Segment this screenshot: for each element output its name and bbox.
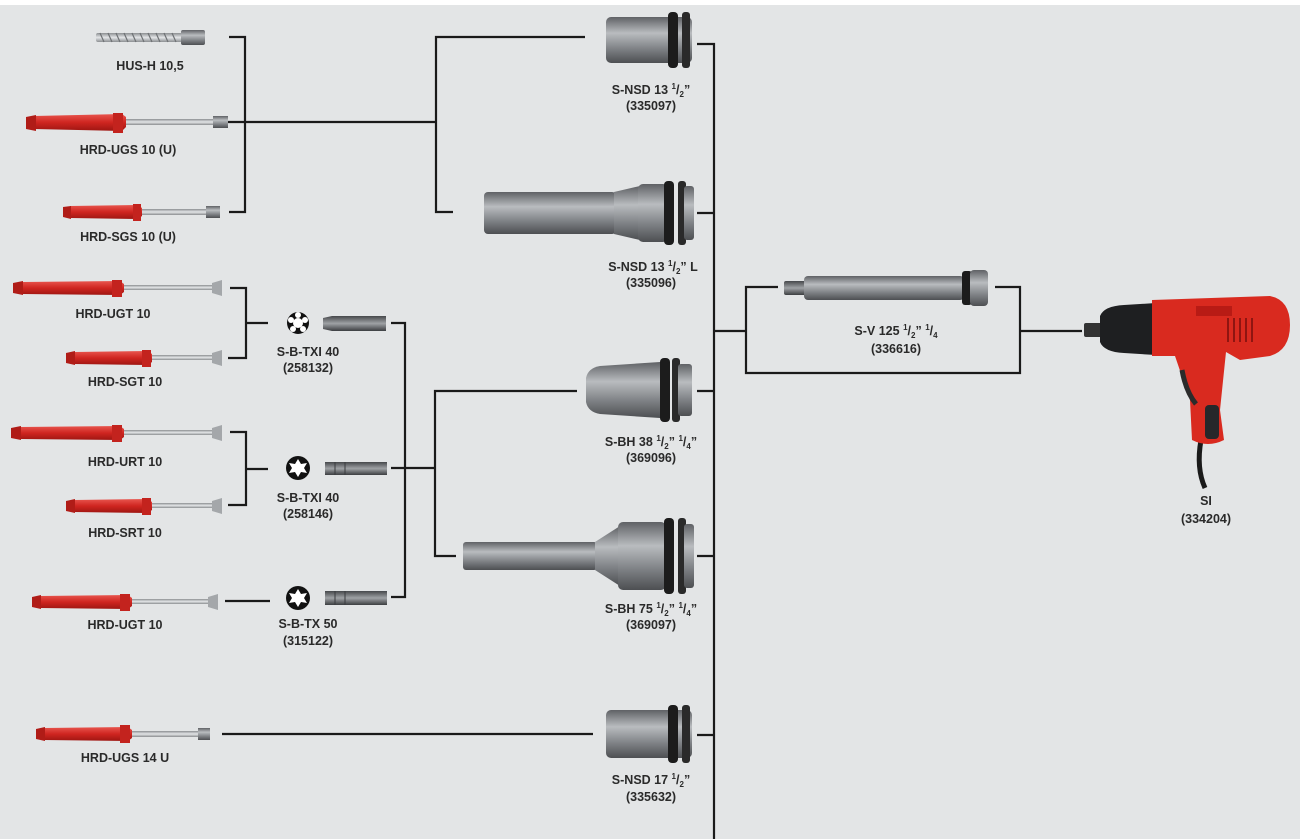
torx-profile-icon — [286, 586, 310, 610]
socket-name: S-NSD 13 1/2” — [612, 82, 690, 99]
socket-name: S-NSD 17 1/2” — [612, 772, 690, 789]
anchor-label: HRD-UGS 10 (U) — [80, 143, 177, 157]
bit-code: (315122) — [283, 634, 333, 648]
anchor-label: HRD-URT 10 — [88, 455, 162, 469]
socket-name: S-NSD 13 1/2” L — [608, 259, 698, 276]
socket-code: (335096) — [626, 276, 676, 290]
torx-profile-icon — [286, 456, 310, 480]
torx-profile-icon — [287, 312, 309, 334]
anchor-label: HRD-SGT 10 — [88, 375, 162, 389]
anchor-label: HRD-UGT 10 — [75, 307, 150, 321]
bit-name: S-B-TXI 40 — [277, 491, 340, 505]
socket-name: S-BH 75 1/2” 1/4” — [605, 601, 697, 618]
socket-code: (335097) — [626, 99, 676, 113]
bit-code: (258146) — [283, 507, 333, 521]
impact-socket-icon — [606, 12, 692, 68]
anchor-label: HRD-UGT 10 — [87, 618, 162, 632]
anchor-label: HRD-SRT 10 — [88, 526, 162, 540]
extension-code: (336616) — [871, 342, 921, 356]
socket-code: (369096) — [626, 451, 676, 465]
impact-socket-icon — [606, 705, 692, 763]
socket-name: S-BH 38 1/2” 1/4” — [605, 434, 697, 451]
screwdriver-bit-icon — [325, 462, 387, 475]
tool-name: SI — [1200, 494, 1212, 508]
anchor-label: HRD-UGS 14 U — [81, 751, 169, 765]
screwdriver-bit-icon — [323, 316, 386, 331]
tool-code: (334204) — [1181, 512, 1231, 526]
bit-name: S-B-TX 50 — [278, 617, 337, 631]
bit-holder-socket-icon — [586, 358, 692, 422]
bit-name: S-B-TXI 40 — [277, 345, 340, 359]
socket-code: (335632) — [626, 790, 676, 804]
screwdriver-bit-icon — [325, 591, 387, 605]
anchor-label: HUS-H 10,5 — [116, 59, 183, 73]
anchor-label: HRD-SGS 10 (U) — [80, 230, 176, 244]
bit-code: (258132) — [283, 361, 333, 375]
socket-code: (369097) — [626, 618, 676, 632]
